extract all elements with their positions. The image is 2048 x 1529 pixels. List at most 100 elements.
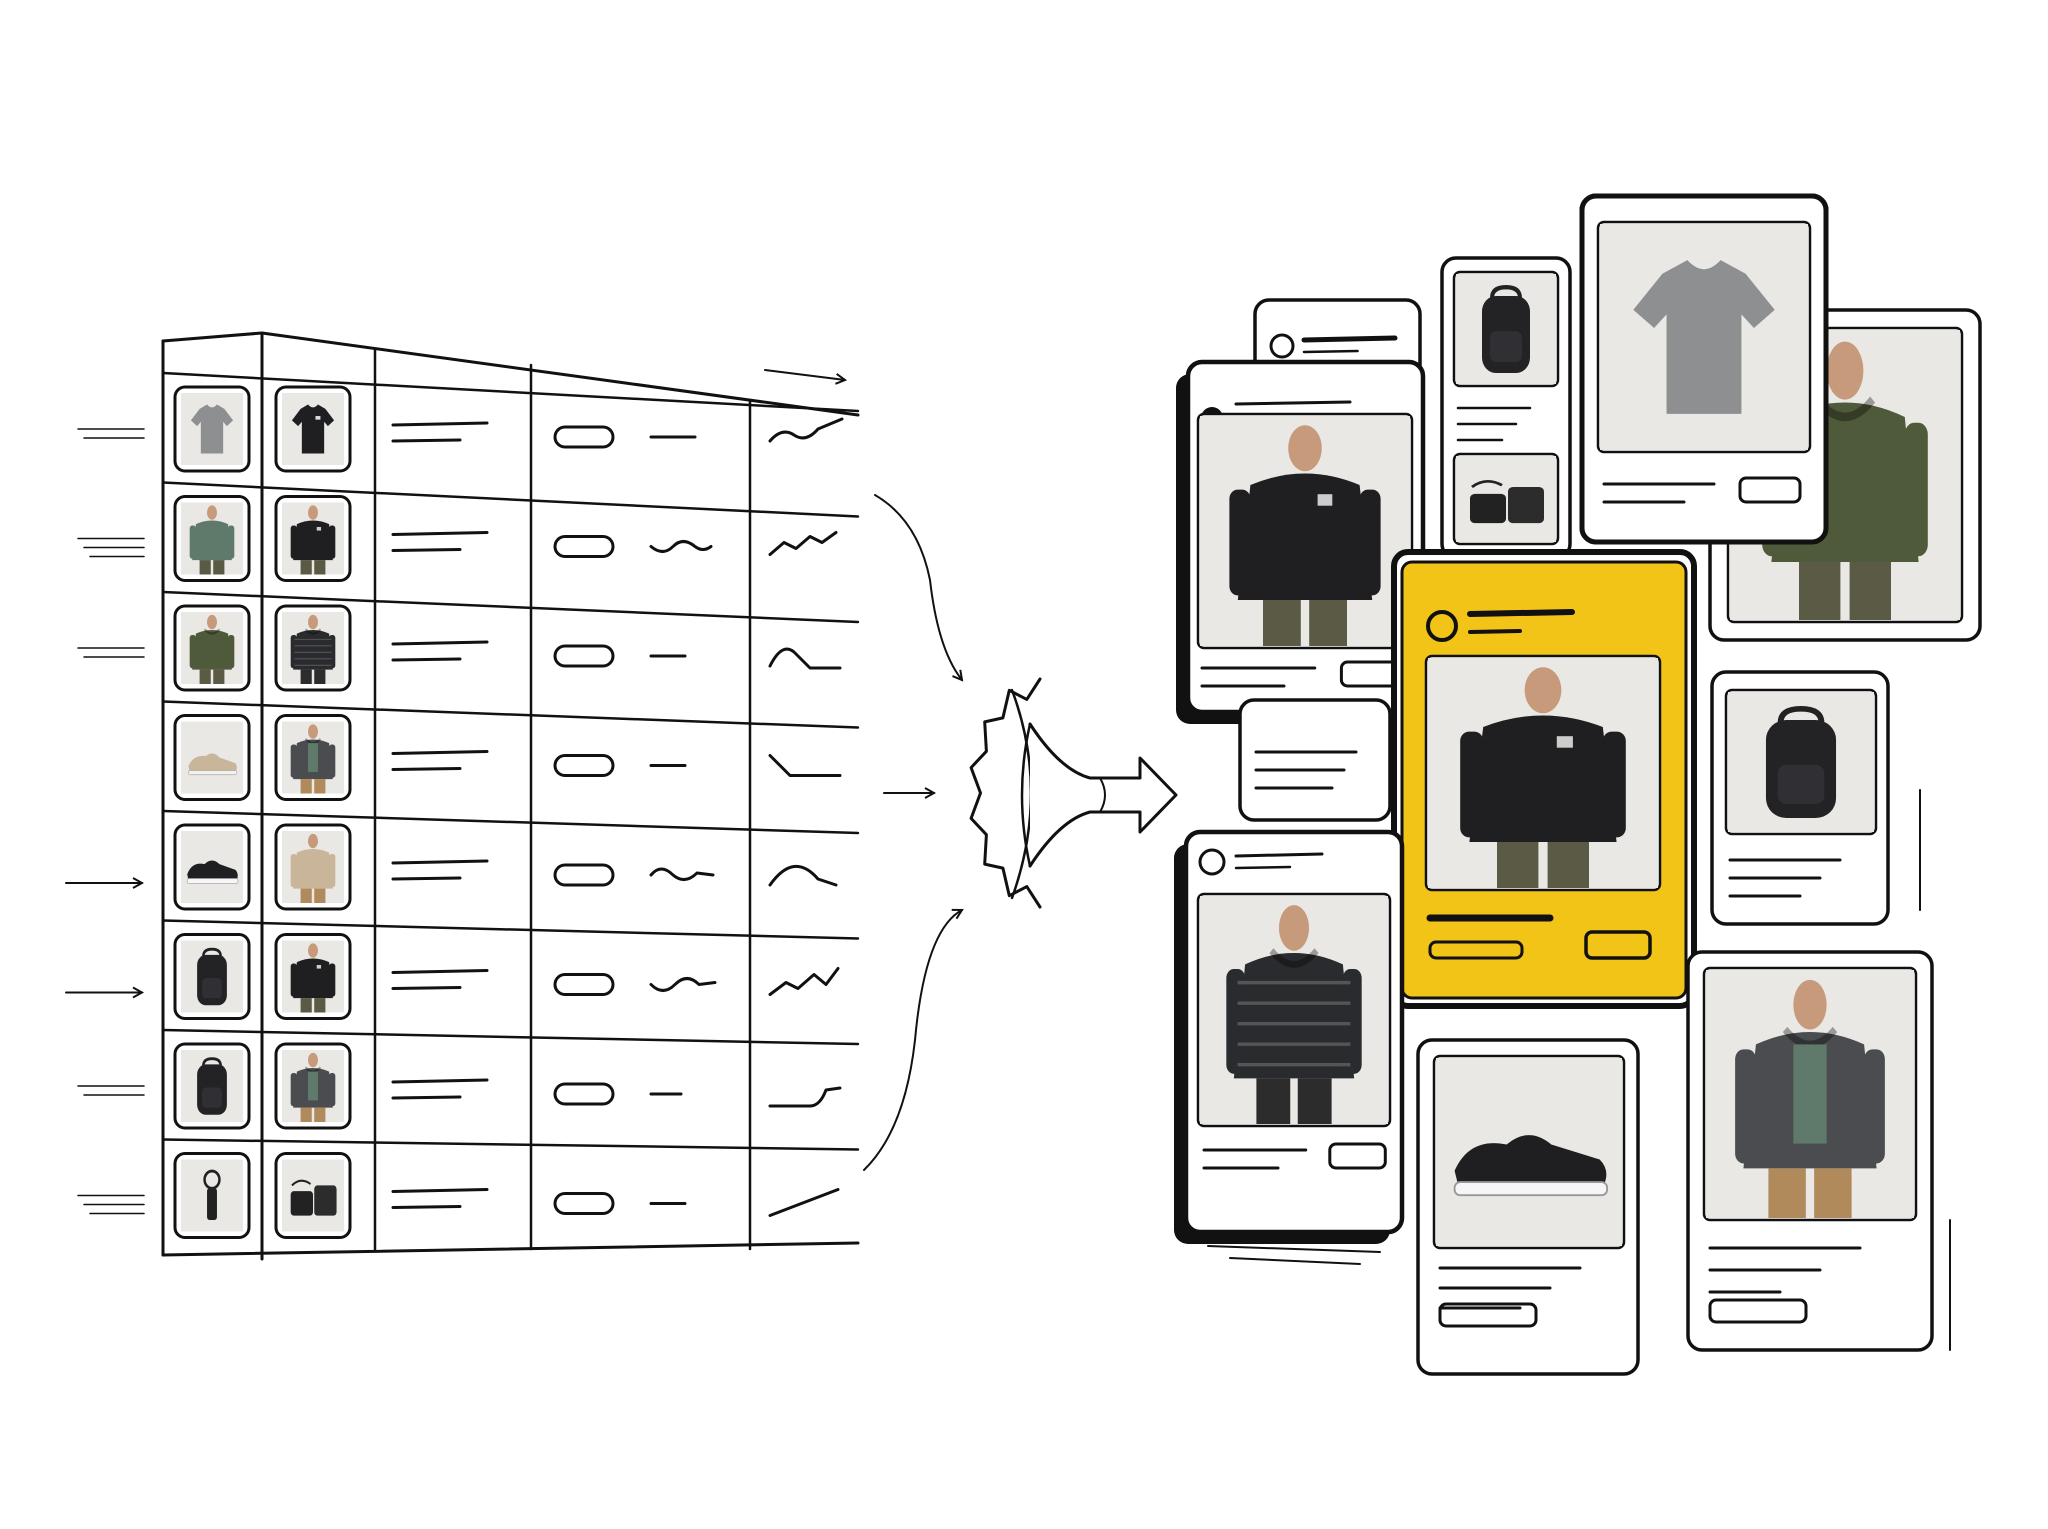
thumbnail bbox=[173, 823, 251, 911]
row-divider bbox=[161, 1028, 860, 1046]
text-line bbox=[1234, 400, 1352, 406]
status-pill bbox=[553, 863, 615, 887]
trend-mark bbox=[649, 977, 717, 992]
text-line bbox=[1302, 349, 1359, 354]
table-bottom-edge bbox=[161, 1241, 860, 1257]
flow-arrows bbox=[863, 494, 962, 1171]
trend-mark bbox=[649, 540, 713, 553]
connector-arrow-top bbox=[874, 494, 962, 680]
connector-arrow-bottom bbox=[863, 910, 962, 1171]
thumbnail bbox=[173, 933, 251, 1020]
accessories-icon bbox=[282, 1159, 344, 1232]
text-line bbox=[391, 1205, 462, 1209]
add-button bbox=[1708, 1298, 1808, 1324]
text-line bbox=[391, 1188, 489, 1193]
add-button bbox=[1584, 930, 1652, 960]
avatar bbox=[1426, 610, 1458, 642]
trend-mark bbox=[649, 867, 715, 881]
black-sneaker-icon bbox=[181, 831, 243, 903]
table-row bbox=[161, 919, 860, 1020]
thumbnail bbox=[173, 1042, 251, 1130]
text-line bbox=[1468, 629, 1522, 634]
sparkline bbox=[768, 417, 844, 443]
row-divider bbox=[161, 700, 860, 729]
charcoal-hoodie-model-icon bbox=[282, 1050, 344, 1122]
puffer-jacket-model-icon bbox=[282, 612, 344, 684]
black-tshirt-model-icon bbox=[282, 502, 344, 575]
text-line bbox=[391, 657, 462, 662]
black-backpack-icon bbox=[181, 940, 243, 1013]
card-charcoal-hoodie bbox=[1686, 950, 1934, 1352]
table-row bbox=[161, 700, 860, 801]
thumbnail bbox=[274, 1042, 352, 1130]
grey-tshirt-icon bbox=[181, 393, 243, 465]
text-line bbox=[391, 876, 462, 881]
status-pill bbox=[553, 1082, 615, 1106]
card-backpack-small bbox=[1440, 256, 1572, 560]
text-line bbox=[391, 859, 489, 865]
status-pill bbox=[553, 425, 615, 449]
row-divider bbox=[161, 371, 860, 413]
table-row bbox=[161, 371, 860, 473]
gear-outline bbox=[969, 677, 1042, 909]
row-divider bbox=[161, 590, 860, 624]
text-line bbox=[1234, 865, 1292, 870]
text-line bbox=[1467, 609, 1575, 617]
black-sneaker-icon bbox=[1436, 1058, 1622, 1246]
beige-sweater-model-icon bbox=[282, 831, 344, 903]
header-arrow bbox=[764, 369, 845, 380]
text-line bbox=[391, 438, 462, 443]
storefront-product-grid bbox=[1174, 193, 1982, 1376]
puffer-jacket-model-icon bbox=[1200, 896, 1388, 1124]
status-pill bbox=[553, 973, 615, 996]
charcoal-hoodie-model-icon bbox=[1706, 970, 1914, 1218]
card-puffer bbox=[1174, 829, 1405, 1244]
text-line bbox=[1234, 852, 1324, 858]
keychain-icon bbox=[181, 1159, 243, 1232]
card-sneaker bbox=[1416, 1038, 1640, 1376]
add-button bbox=[1438, 1302, 1538, 1328]
price-tag bbox=[1428, 940, 1524, 960]
gear-funnel-icon bbox=[969, 677, 1178, 909]
text-line bbox=[391, 767, 462, 771]
text-line bbox=[391, 1095, 462, 1100]
table-row bbox=[161, 1138, 860, 1239]
black-tshirt-model-icon bbox=[282, 940, 344, 1013]
table-row bbox=[161, 1028, 860, 1130]
beige-sneaker-icon bbox=[181, 721, 243, 794]
sparkline bbox=[768, 531, 838, 556]
charcoal-hoodie-model-icon bbox=[282, 721, 344, 794]
sparkline bbox=[768, 754, 842, 777]
thumbnail bbox=[274, 495, 352, 582]
sparkline bbox=[768, 1188, 840, 1217]
text-line bbox=[1301, 335, 1398, 343]
black-backpack-icon bbox=[1728, 692, 1874, 832]
funnel-mouth bbox=[1020, 722, 1032, 868]
sparkline bbox=[768, 864, 838, 887]
thumbnail bbox=[173, 604, 251, 692]
thumbnail bbox=[274, 385, 352, 473]
add-button bbox=[1328, 1142, 1387, 1170]
row-divider bbox=[161, 919, 860, 940]
row-divider bbox=[161, 481, 860, 518]
grey-tshirt-icon bbox=[1600, 224, 1808, 450]
card-black-tee bbox=[1176, 359, 1426, 724]
thumbnail bbox=[173, 714, 251, 801]
card-featured bbox=[1391, 549, 1697, 1009]
table-header-outline bbox=[161, 331, 860, 417]
funnel-arrow bbox=[1028, 722, 1178, 868]
sparkline bbox=[768, 967, 840, 996]
black-backpack-icon bbox=[1456, 274, 1556, 384]
text-line bbox=[391, 750, 489, 755]
thumbnail bbox=[274, 933, 352, 1020]
add-button bbox=[1738, 476, 1802, 504]
thumbnail bbox=[274, 823, 352, 911]
thumbnail bbox=[274, 1152, 352, 1239]
table-row bbox=[161, 590, 860, 692]
list-card bbox=[1238, 698, 1392, 822]
text-line bbox=[391, 531, 489, 536]
sparkline bbox=[768, 1086, 842, 1108]
text-line bbox=[391, 1078, 489, 1084]
row-divider bbox=[161, 809, 860, 835]
